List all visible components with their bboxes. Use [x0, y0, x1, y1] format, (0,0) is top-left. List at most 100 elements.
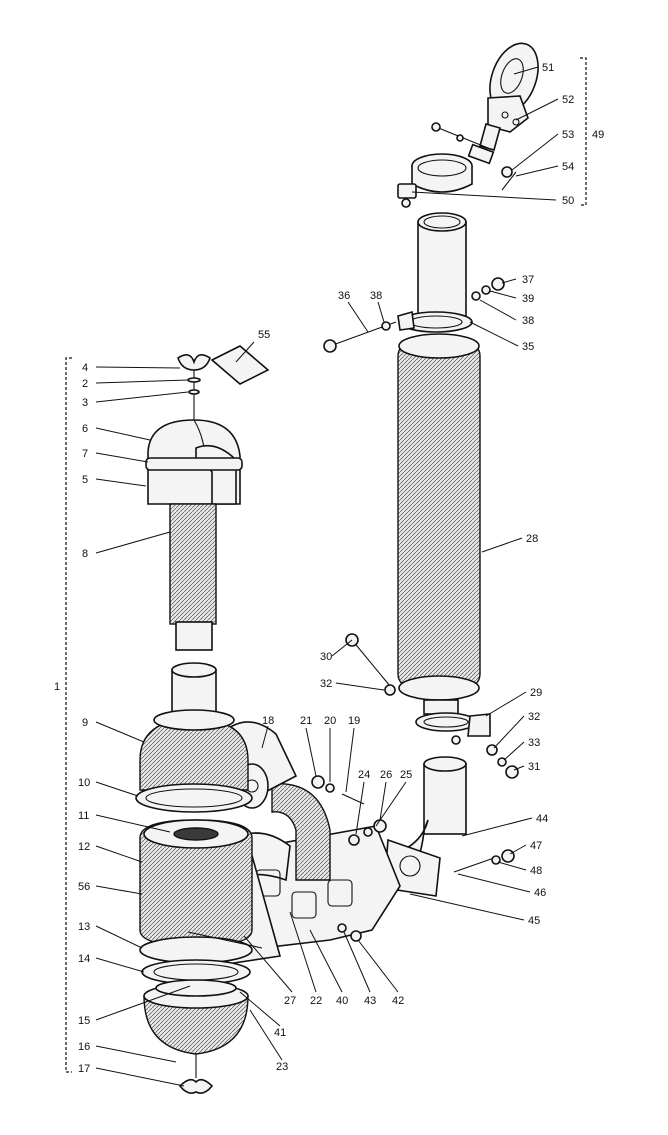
manifold-washer-26 — [363, 827, 373, 837]
callout-52: 52 — [562, 94, 574, 106]
callout-35: 35 — [522, 341, 534, 353]
callout-43: 43 — [364, 995, 376, 1007]
elbow-nut-21 — [311, 775, 325, 789]
hanger-bracket — [479, 42, 539, 151]
top-washer-2 — [187, 377, 201, 383]
oil-bath-bowl — [143, 979, 249, 1055]
muffler-lower-clamp — [415, 712, 491, 745]
callout-10: 10 — [78, 777, 90, 789]
leader-lines — [95, 66, 559, 1087]
callout-37: 37 — [522, 274, 534, 286]
callout-5: 5 — [82, 474, 88, 486]
muffler-nut-37 — [491, 277, 505, 291]
group-bracket-1 — [65, 357, 72, 1073]
callout-47: 47 — [530, 840, 542, 852]
callout-33: 33 — [528, 737, 540, 749]
callout-45: 45 — [528, 915, 540, 927]
muffler — [397, 333, 481, 715]
elbow-washer-20 — [325, 783, 335, 793]
callout-26: 26 — [380, 769, 392, 781]
manifold-bolt-24 — [348, 834, 360, 846]
callout-42: 42 — [392, 995, 404, 1007]
callout-25: 25 — [400, 769, 412, 781]
manifold-nut-25 — [373, 819, 387, 833]
clamp-pin — [501, 171, 517, 191]
top-wing-nut — [177, 354, 211, 371]
filter-ring — [139, 936, 253, 964]
exhaust-clamp — [397, 143, 495, 208]
callout-41: 41 — [274, 1027, 286, 1039]
callout-24: 24 — [358, 769, 370, 781]
callout-38-left: 38 — [370, 290, 382, 302]
callout-3: 3 — [82, 397, 88, 409]
callout-8: 8 — [82, 548, 88, 560]
muffler-washer-39 — [481, 285, 491, 295]
callout-4: 4 — [82, 362, 88, 374]
callout-48: 48 — [530, 865, 542, 877]
callout-12: 12 — [78, 841, 90, 853]
callout-56: 56 — [78, 881, 90, 893]
callout-7: 7 — [82, 448, 88, 460]
callout-15: 15 — [78, 1015, 90, 1027]
callout-51: 51 — [542, 62, 554, 74]
top-washer-3 — [188, 389, 200, 395]
filter-body — [139, 819, 253, 947]
callout-30: 30 — [320, 651, 332, 663]
callout-55: 55 — [258, 329, 270, 341]
filter-housing-top — [139, 709, 249, 791]
clamp-washer — [501, 166, 513, 178]
callout-36: 36 — [338, 290, 350, 302]
callout-39: 39 — [522, 293, 534, 305]
callout-1: 1 — [54, 681, 60, 693]
callout-38-right: 38 — [522, 315, 534, 327]
callout-50: 50 — [562, 195, 574, 207]
elbow-nut-47 — [501, 849, 515, 863]
group-bracket-49 — [580, 57, 587, 206]
muffler-upper-clamp — [397, 310, 473, 333]
housing-gasket-inner — [145, 788, 243, 808]
lower-nut-31 — [505, 765, 519, 779]
callout-32-left: 32 — [320, 678, 332, 690]
callout-22: 22 — [310, 995, 322, 1007]
callout-2: 2 — [82, 378, 88, 390]
elbow-washer-48 — [491, 855, 501, 865]
callout-6: 6 — [82, 423, 88, 435]
identification-tag — [210, 345, 270, 385]
bracket-bolt — [431, 122, 489, 149]
callout-9: 9 — [82, 717, 88, 729]
intake-tube — [169, 503, 217, 651]
muffler-washer-38 — [471, 291, 481, 301]
callout-19: 19 — [348, 715, 360, 727]
callout-17: 17 — [78, 1063, 90, 1075]
callout-46: 46 — [534, 887, 546, 899]
callout-labels: 51 52 53 49 54 50 37 39 38 35 36 38 28 2… — [54, 62, 604, 1075]
callout-54: 54 — [562, 161, 574, 173]
callout-18: 18 — [262, 715, 274, 727]
callout-32-right: 32 — [528, 711, 540, 723]
filter-stud — [187, 931, 263, 949]
callout-23: 23 — [276, 1061, 288, 1073]
callout-49: 49 — [592, 129, 604, 141]
elbow-bolt-19 — [341, 793, 365, 805]
callout-14: 14 — [78, 953, 90, 965]
callout-40: 40 — [336, 995, 348, 1007]
callout-20: 20 — [324, 715, 336, 727]
callout-29: 29 — [530, 687, 542, 699]
bottom-wing-nut — [178, 1054, 214, 1094]
muffler-bolt-upper — [323, 321, 397, 353]
callout-21: 21 — [300, 715, 312, 727]
callout-53: 53 — [562, 129, 574, 141]
tail-pipe — [417, 212, 467, 319]
callout-13: 13 — [78, 921, 90, 933]
intake-cap-band — [145, 457, 243, 471]
elbow-stud — [453, 857, 495, 873]
callout-44: 44 — [536, 813, 548, 825]
callout-11: 11 — [78, 810, 89, 822]
callout-28: 28 — [526, 533, 538, 545]
callout-31: 31 — [528, 761, 540, 773]
housing-gasket — [135, 783, 253, 813]
callout-27: 27 — [284, 995, 296, 1007]
callout-16: 16 — [78, 1041, 90, 1053]
